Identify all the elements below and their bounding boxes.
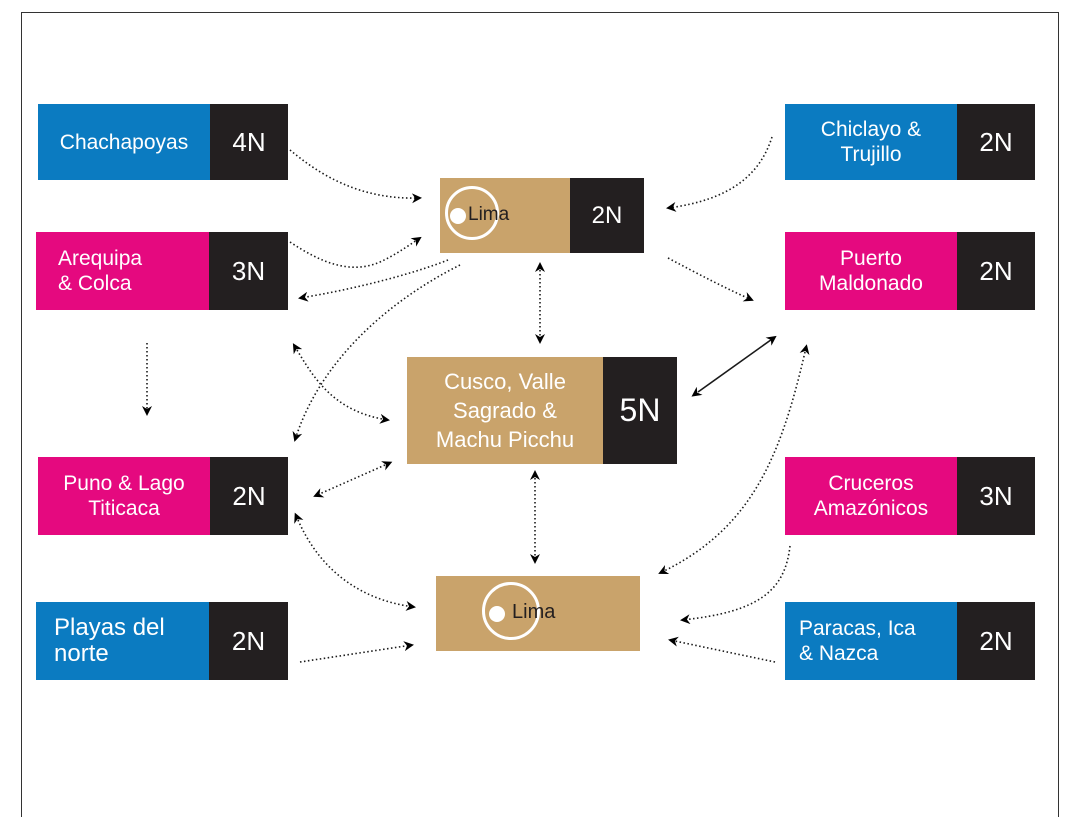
node-playas-label: Playas del norte: [36, 602, 209, 680]
node-puerto-maldonado: Puerto Maldonado 2N: [785, 232, 1035, 310]
arrow-chachapoyas-lima: [289, 149, 422, 204]
node-playas: Playas del norte 2N: [36, 602, 288, 680]
node-chachapoyas: Chachapoyas 4N: [38, 104, 288, 180]
node-paracas: Paracas, Ica & Nazca 2N: [785, 602, 1035, 680]
node-cusco-label: Cusco, Valle Sagrado & Machu Picchu: [407, 357, 603, 464]
node-puno: Puno & Lago Titicaca 2N: [38, 457, 288, 535]
node-playas-nights: 2N: [209, 602, 288, 680]
arrow-lima-maldonado: [667, 257, 754, 302]
node-cruceros: Cruceros Amazónicos 3N: [785, 457, 1035, 535]
node-puno-nights: 2N: [210, 457, 288, 535]
node-chachapoyas-label: Chachapoyas: [38, 104, 210, 180]
arrow-paracas-lima: [668, 636, 776, 663]
arrow-lima-puno: [292, 264, 461, 442]
arrow-arequipa-cusco: [292, 343, 390, 424]
arrow-cruceros-lima: [680, 545, 791, 625]
arrow-cusco-maldonado: [691, 335, 777, 397]
node-lima-top-label: Lima: [468, 204, 510, 225]
node-lima-bottom: Lima: [436, 576, 640, 651]
node-lima-bottom-label: Lima: [512, 601, 556, 623]
arrow-maldonado-lima: [658, 344, 810, 575]
node-lima-bottom-label-box: Lima: [436, 576, 640, 651]
node-lima-top-label-box: Lima: [440, 178, 570, 253]
arrow-playas-lima: [299, 641, 414, 663]
node-cruceros-nights: 3N: [957, 457, 1035, 535]
node-arequipa: Arequipa & Colca 3N: [36, 232, 288, 310]
node-puno-label: Puno & Lago Titicaca: [38, 457, 210, 535]
node-cruceros-label: Cruceros Amazónicos: [785, 457, 957, 535]
lima-logo-icon: [482, 582, 540, 640]
lima-logo-icon: [445, 186, 499, 240]
node-paracas-label: Paracas, Ica & Nazca: [785, 602, 957, 680]
lima-logo-dot-icon: [489, 606, 505, 622]
arrow-puno-lima: [294, 512, 416, 611]
node-lima-top-nights: 2N: [570, 178, 644, 253]
lima-logo-dot-icon: [450, 208, 466, 224]
node-chachapoyas-nights: 4N: [210, 104, 288, 180]
node-chiclayo-nights: 2N: [957, 104, 1035, 180]
node-lima-top: Lima 2N: [440, 178, 644, 253]
arrow-chiclayo-lima: [666, 136, 773, 212]
node-chiclayo: Chiclayo & Trujillo 2N: [785, 104, 1035, 180]
node-puerto-maldonado-label: Puerto Maldonado: [785, 232, 957, 310]
node-paracas-nights: 2N: [957, 602, 1035, 680]
node-puerto-maldonado-nights: 2N: [957, 232, 1035, 310]
node-chiclayo-label: Chiclayo & Trujillo: [785, 104, 957, 180]
arrow-lima-arequipa: [298, 259, 449, 302]
arrow-arequipa-lima: [289, 236, 422, 269]
arrow-cusco-puno: [313, 461, 393, 498]
node-arequipa-label: Arequipa & Colca: [36, 232, 209, 310]
node-arequipa-nights: 3N: [209, 232, 288, 310]
